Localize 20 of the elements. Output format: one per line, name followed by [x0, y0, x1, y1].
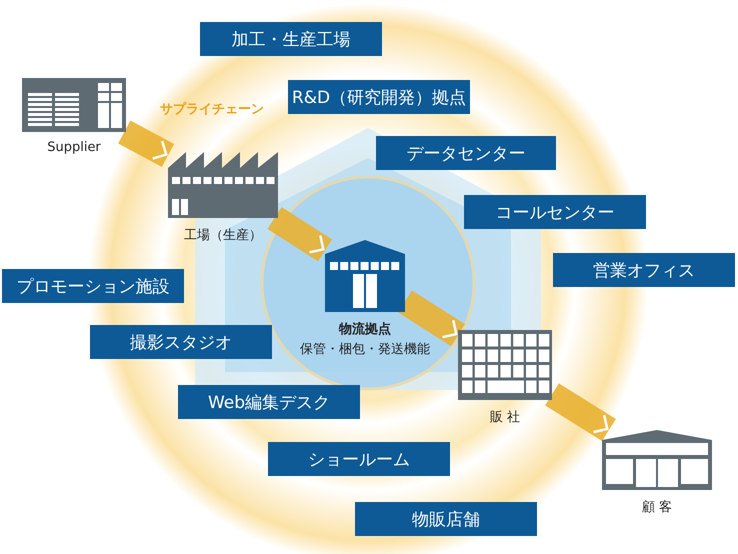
label-box: データセンター — [376, 136, 556, 170]
building-label: 販 社 — [490, 409, 520, 426]
label-box: 撮影スタジオ — [90, 325, 272, 359]
building-label: 顧 客 — [642, 499, 672, 516]
supply-chain-band — [545, 383, 616, 442]
label-box: コールセンター — [464, 195, 646, 229]
supply-chain-band — [118, 120, 174, 167]
function-label: 保管・梱包・発送機能 — [300, 341, 430, 358]
label-box: R&D（研究開発）拠点 — [288, 80, 470, 114]
building-label: 物流拠点 — [339, 320, 391, 338]
building-label: Supplier — [47, 140, 101, 155]
supply-chain-band — [398, 290, 465, 346]
label-box: プロモーション施設 — [2, 269, 184, 303]
label-box: 物販店舗 — [355, 502, 537, 536]
label-box: 営業オフィス — [553, 253, 735, 287]
label-box: Web編集デスク — [178, 385, 360, 419]
building-label: 工場（生産） — [184, 227, 262, 244]
label-box: 加工・生産工場 — [200, 22, 382, 56]
edge-label: サプライチェーン — [160, 100, 264, 118]
label-box: ショールーム — [268, 442, 450, 476]
